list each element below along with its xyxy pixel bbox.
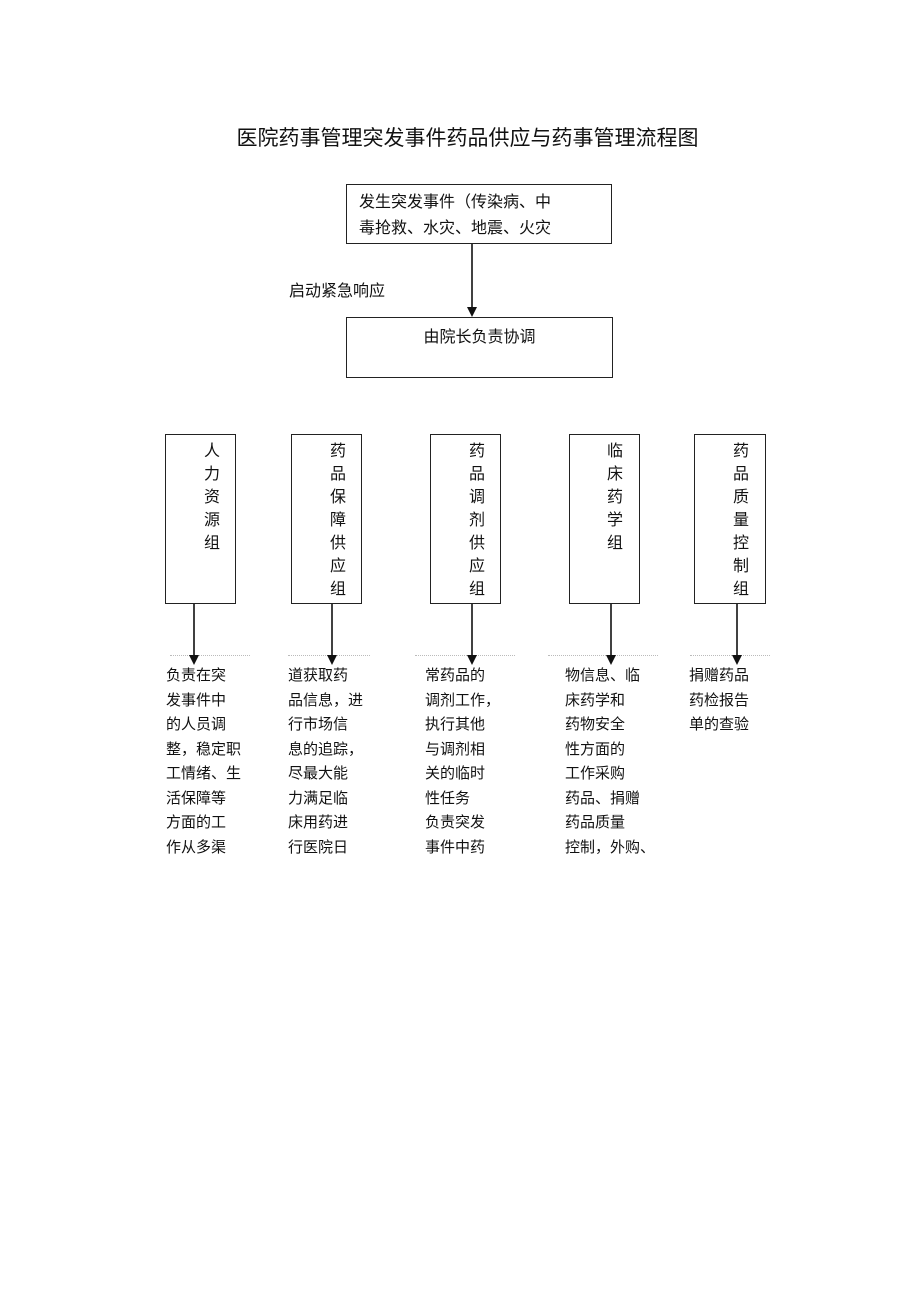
desc-line: 活保障等 — [166, 788, 227, 807]
emergency-response-label: 启动紧急响应 — [289, 281, 386, 300]
desc-line: 工情绪、生 — [166, 764, 242, 782]
desc-line: 整，稳定职 — [166, 739, 242, 758]
desc-line: 负责在突 — [166, 666, 227, 684]
group-box-drug-supply: 药品保障供应组 — [291, 434, 362, 604]
desc-quality-control: 捐赠药品 药检报告 单的查验 — [689, 663, 749, 737]
faint-separator — [548, 655, 658, 656]
director-coordination-box: 由院长负责协调 — [346, 317, 613, 378]
desc-line: 尽最大能 — [288, 764, 349, 782]
desc-line: 作从多渠 — [166, 837, 227, 856]
faint-separator — [288, 655, 370, 656]
page-title: 医院药事管理突发事件药品供应与药事管理流程图 — [236, 126, 699, 150]
desc-drug-supply: 道获取药 品信息，进 行市场信 息的追踪， 尽最大能 力满足临 床用药进 行医院… — [288, 663, 363, 859]
event-line-2: 毒抢救、水灾、地震、火灾 — [359, 218, 552, 237]
desc-line: 与调剂相 — [425, 739, 486, 758]
desc-line: 药检报告 — [689, 690, 750, 709]
desc-line: 常药品的 — [425, 666, 486, 684]
group-label-clinical-pharmacy: 临床药学组 — [606, 441, 623, 552]
desc-line: 品信息，进 — [288, 690, 364, 709]
group-label-hr: 人力资源组 — [203, 441, 220, 552]
desc-line: 发事件中 — [166, 690, 227, 709]
desc-line: 方面的工 — [166, 813, 227, 831]
desc-line: 性方面的 — [565, 739, 626, 758]
event-line-1: 发生突发事件（传染病、中 — [359, 192, 552, 211]
group-box-clinical-pharmacy: 临床药学组 — [569, 434, 640, 604]
desc-line: 息的追踪， — [288, 739, 364, 758]
desc-line: 药品质量 — [565, 813, 626, 831]
desc-line: 控制，外购、 — [565, 837, 656, 856]
desc-line: 床用药进 — [288, 813, 349, 831]
desc-line: 负责突发 — [425, 813, 486, 831]
faint-separator — [170, 655, 250, 656]
desc-line: 力满足临 — [288, 788, 349, 807]
group-label-quality-control: 药品质量控制组 — [732, 441, 749, 598]
desc-clinical-pharmacy: 物信息、临 床药学和 药物安全 性方面的 工作采购 药品、捐赠 药品质量 控制，… — [565, 663, 655, 859]
desc-line: 调剂工作， — [425, 690, 501, 709]
faint-separator — [690, 655, 770, 656]
desc-line: 执行其他 — [425, 715, 486, 733]
desc-line: 行市场信 — [288, 715, 349, 733]
desc-line: 物信息、临 — [565, 666, 641, 684]
group-box-hr: 人力资源组 — [165, 434, 236, 604]
desc-line: 药品、捐赠 — [565, 788, 641, 807]
group-box-dispensing: 药品调剂供应组 — [430, 434, 501, 604]
desc-line: 道获取药 — [288, 666, 349, 684]
group-label-dispensing: 药品调剂供应组 — [468, 441, 485, 598]
desc-line: 的人员调 — [166, 715, 227, 733]
emergency-event-box: 发生突发事件（传染病、中 毒抢救、水灾、地震、火灾 — [346, 184, 612, 244]
group-box-quality-control: 药品质量控制组 — [694, 434, 766, 604]
desc-line: 行医院日 — [288, 837, 349, 856]
desc-hr: 负责在突 发事件中 的人员调 整，稳定职 工情绪、生 活保障等 方面的工 作从多… — [166, 663, 241, 859]
desc-line: 床药学和 — [565, 690, 626, 709]
desc-line: 单的查验 — [689, 715, 750, 733]
desc-line: 捐赠药品 — [689, 666, 750, 684]
desc-line: 工作采购 — [565, 764, 626, 782]
desc-dispensing: 常药品的 调剂工作， 执行其他 与调剂相 关的临时 性任务 负责突发 事件中药 — [425, 663, 500, 859]
desc-line: 药物安全 — [565, 715, 626, 733]
faint-separator — [415, 655, 515, 656]
group-label-drug-supply: 药品保障供应组 — [329, 441, 346, 598]
desc-line: 性任务 — [425, 788, 471, 807]
desc-line: 事件中药 — [425, 837, 486, 856]
desc-line: 关的临时 — [425, 764, 486, 782]
